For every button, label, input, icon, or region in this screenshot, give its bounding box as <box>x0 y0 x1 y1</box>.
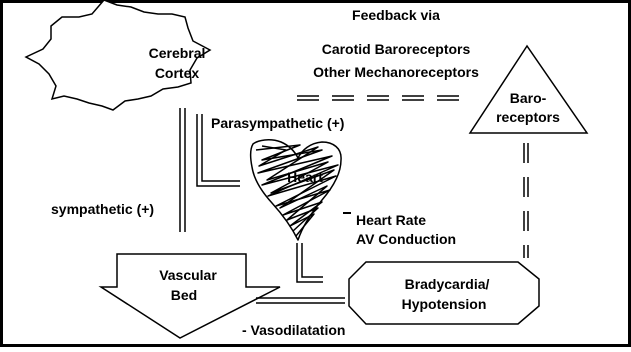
vascular-bed-label-line-1: Vascular <box>159 267 217 283</box>
vascular-to-bradycardia-connector <box>256 298 345 303</box>
cerebral-cortex-label-line-2: Cortex <box>155 65 200 81</box>
vascular-bed-label-line-2: Bed <box>171 287 197 303</box>
cerebral-cortex-label-line-1: Cerebral <box>149 45 206 61</box>
feedback-label-line-2: Carotid Baroreceptors <box>322 41 471 57</box>
bradycardia-label-line-2: Hypotension <box>402 296 487 312</box>
heart-effect-line-1: Heart Rate <box>356 212 426 228</box>
baroreceptor-dashed-connector <box>524 143 528 258</box>
feedback-dashed-connector <box>297 96 465 100</box>
heart-scribble <box>251 140 341 240</box>
sympathetic-label: sympathetic (+) <box>51 201 154 217</box>
sympathetic-connector <box>180 108 185 232</box>
feedback-label-line-1: Feedback via <box>352 7 440 23</box>
baroreceptors-label-line-2: receptors <box>496 109 560 125</box>
vasodilatation-label: - Vasodilatation <box>242 322 345 338</box>
parasympathetic-label: Parasympathetic (+) <box>211 115 344 131</box>
baroreceptors-label-line-1: Baro- <box>510 90 547 106</box>
bradycardia-octagon <box>349 262 539 324</box>
bradycardia-label-line-1: Bradycardia/ <box>405 276 490 292</box>
heart-effect-line-2: AV Conduction <box>356 231 456 247</box>
feedback-label-line-3: Other Mechanoreceptors <box>313 64 479 80</box>
heart-to-vascular-connector <box>297 243 323 282</box>
heart-label: Heart <box>287 169 323 185</box>
